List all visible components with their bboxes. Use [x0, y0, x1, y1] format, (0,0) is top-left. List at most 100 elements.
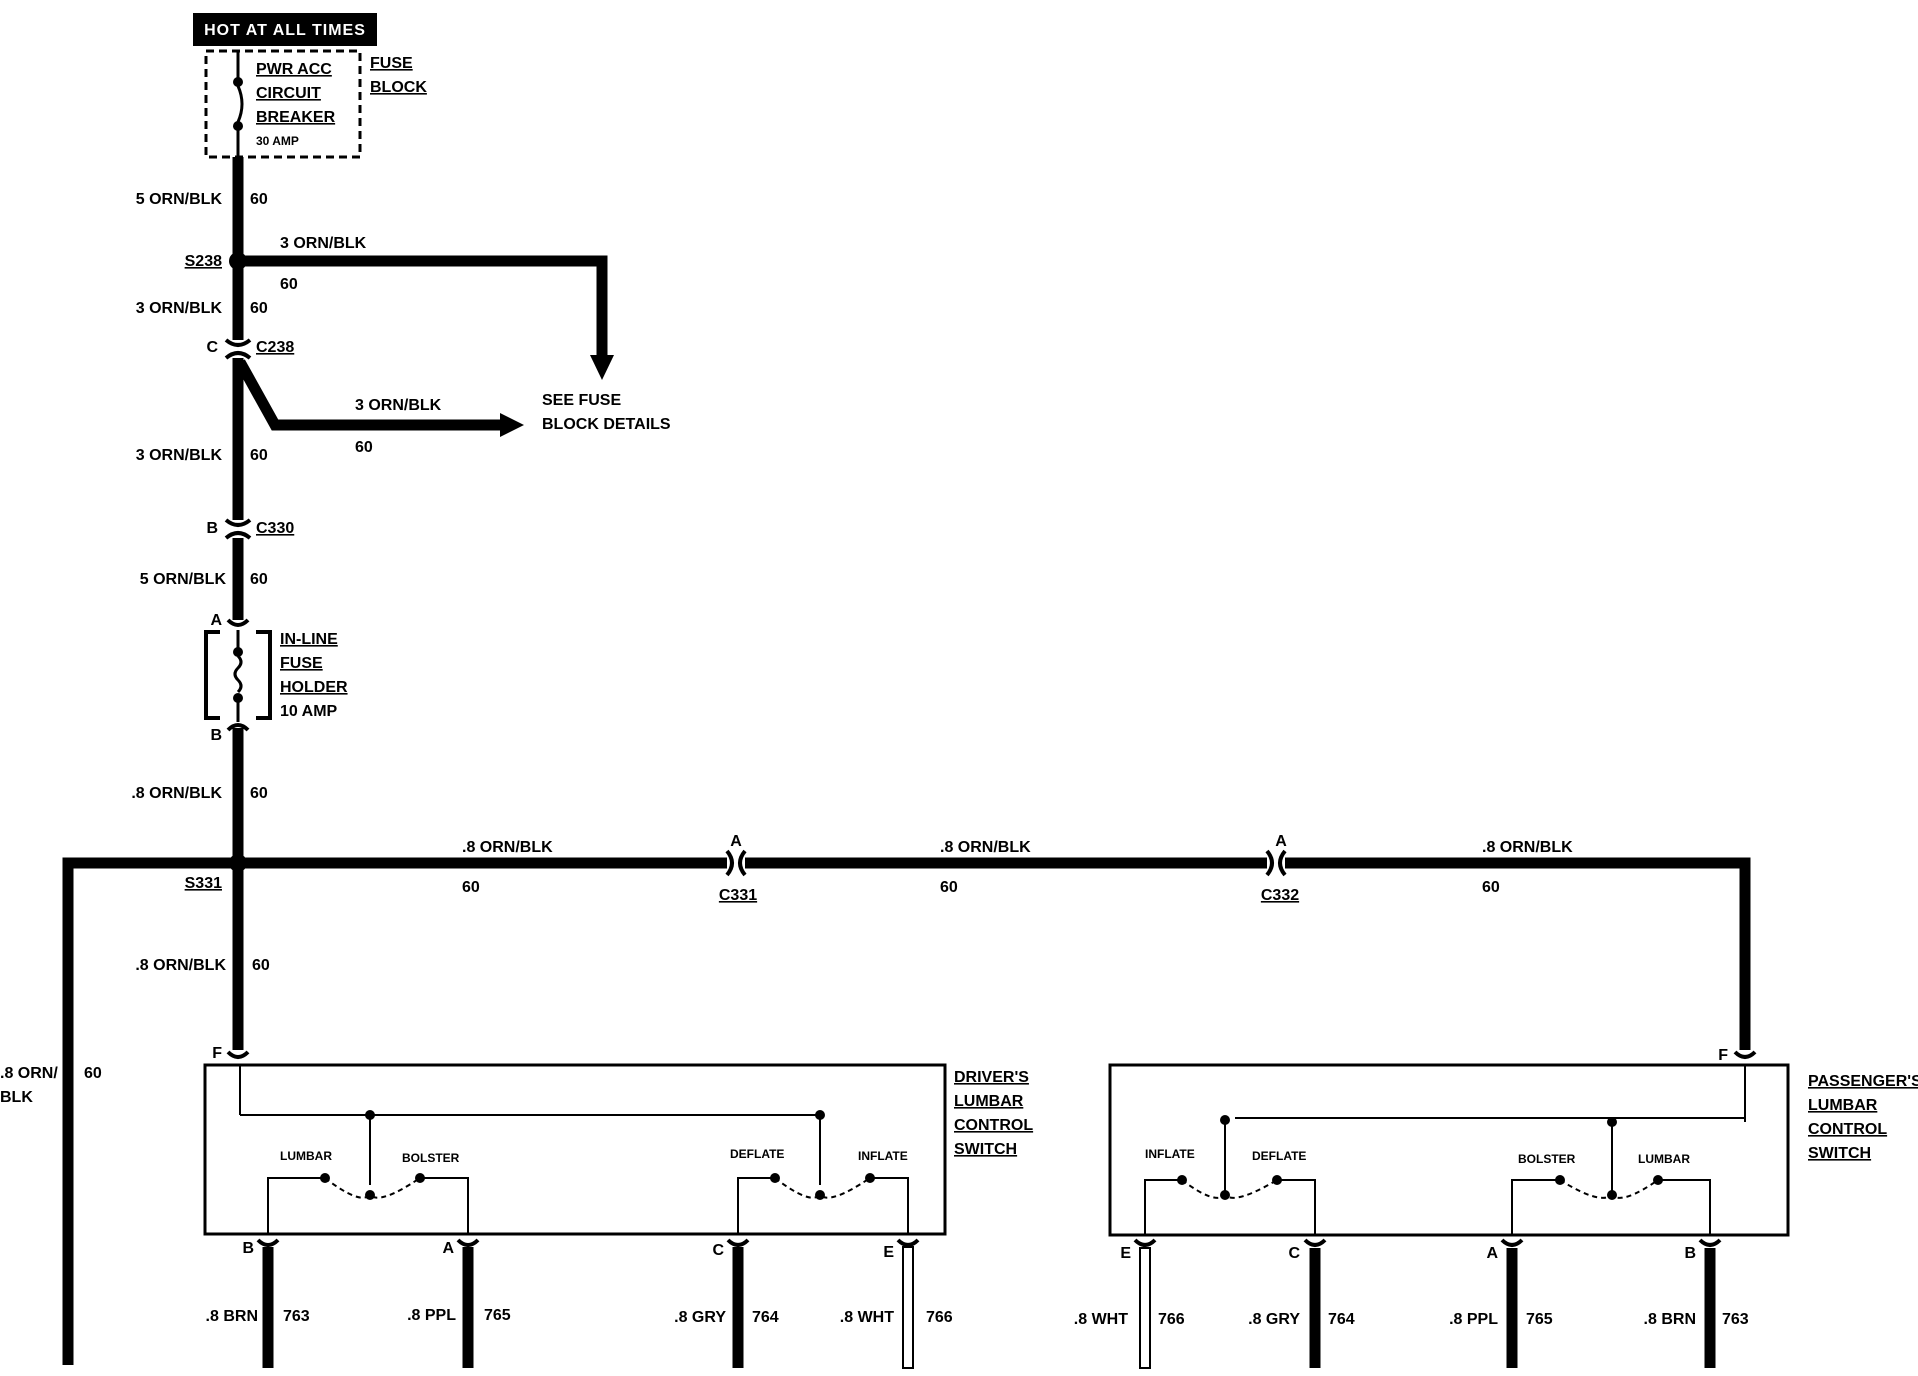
- passenger-contact-lumbar: LUMBAR: [1638, 1152, 1690, 1166]
- passenger-contact-bolster: BOLSTER: [1518, 1152, 1576, 1166]
- breaker-rating: 30 AMP: [256, 134, 299, 148]
- branch-wire-top: [238, 255, 608, 355]
- connector-c331-symbol: [725, 849, 747, 877]
- breaker-label-2: CIRCUIT: [256, 85, 321, 102]
- circuit-label-after-c238: 60: [250, 447, 268, 464]
- driver-output-wires: [262, 1247, 744, 1368]
- wire-label-horiz-2: .8 ORN/BLK: [940, 839, 1031, 856]
- connector-c332-label: C332: [1261, 887, 1299, 904]
- wire-label-main-top: 5 ORN/BLK: [136, 191, 223, 208]
- connector-c238-symbol: [224, 338, 252, 360]
- driver-input-connector: [226, 1050, 250, 1059]
- driver-out-pin-a: A: [442, 1240, 454, 1257]
- passenger-output-wires: [1309, 1248, 1716, 1368]
- inline-fuse-rating: 10 AMP: [280, 703, 338, 720]
- connector-c331-label: C331: [719, 887, 757, 904]
- passenger-out-circuit-763: 763: [1722, 1311, 1749, 1328]
- driver-out-pin-e: E: [883, 1244, 894, 1261]
- driver-out-wire-gry: .8 GRY: [674, 1309, 726, 1326]
- passenger-output-wire-white: [1139, 1247, 1151, 1369]
- circuit-label-branch-c238: 60: [355, 439, 373, 456]
- driver-output-wire-white: [902, 1246, 914, 1369]
- see-fuse-block-line2: BLOCK DETAILS: [542, 416, 671, 433]
- breaker-label-3: BREAKER: [256, 109, 336, 126]
- circuit-label-horiz-1: 60: [462, 879, 480, 896]
- fuse-out-pin: B: [210, 727, 222, 744]
- splice-s238-label: S238: [185, 253, 222, 270]
- connector-c238-label: C238: [256, 339, 294, 356]
- driver-out-wire-ppl: .8 PPL: [407, 1307, 456, 1324]
- horizontal-feed-wire: [238, 857, 1751, 1050]
- circuit-label-horiz-3: 60: [1482, 879, 1500, 896]
- fuse-block-label-1: FUSE: [370, 55, 413, 72]
- driver-out-circuit-766: 766: [926, 1309, 953, 1326]
- circuit-breaker-symbol: [233, 51, 244, 157]
- wire-label-horiz-3: .8 ORN/BLK: [1482, 839, 1573, 856]
- hot-at-all-times-label: HOT AT ALL TIMES: [204, 22, 366, 39]
- connector-c238-pin: C: [206, 339, 218, 356]
- hot-at-all-times-box: [193, 13, 377, 46]
- passenger-out-pin-a: A: [1486, 1245, 1498, 1262]
- passenger-contact-inflate: INFLATE: [1145, 1147, 1195, 1161]
- arrow-right-icon: [500, 413, 524, 437]
- fuse-block-label-2: BLOCK: [370, 79, 427, 96]
- wire-label-branch-c238: 3 ORN/BLK: [355, 397, 442, 414]
- connector-c332-pin: A: [1275, 833, 1287, 850]
- fuse-in-pin: A: [210, 612, 222, 629]
- wire-label-after-fuse: .8 ORN/BLK: [131, 785, 222, 802]
- passenger-output-connectors: [1133, 1238, 1722, 1247]
- arrow-down-icon: [590, 355, 614, 380]
- circuit-label-after-c330: 60: [250, 571, 268, 588]
- driver-out-circuit-763: 763: [283, 1308, 310, 1325]
- passenger-out-wire-brn: .8 BRN: [1644, 1311, 1696, 1328]
- driver-contact-inflate: INFLATE: [858, 1149, 908, 1163]
- connector-c330-label: C330: [256, 520, 294, 537]
- wire-label-left-drop-1: .8 ORN/: [0, 1065, 58, 1082]
- wire-label-left-drop-2: BLK: [0, 1089, 33, 1106]
- passenger-title-3: CONTROL: [1808, 1121, 1887, 1138]
- wire-label-after-c238: 3 ORN/BLK: [136, 447, 223, 464]
- passenger-out-wire-gry: .8 GRY: [1248, 1311, 1300, 1328]
- driver-out-pin-b: B: [242, 1240, 254, 1257]
- connector-c330-symbol: [224, 518, 252, 540]
- driver-contact-bolster: BOLSTER: [402, 1151, 460, 1165]
- circuit-label-branch-top: 60: [280, 276, 298, 293]
- passenger-out-circuit-765: 765: [1526, 1311, 1553, 1328]
- passenger-title-1: PASSENGER'S: [1808, 1073, 1918, 1090]
- circuit-label-to-driver: 60: [252, 957, 270, 974]
- driver-switch-box: [203, 1063, 947, 1236]
- driver-input-pin: F: [212, 1045, 222, 1062]
- passenger-out-pin-e: E: [1120, 1245, 1131, 1262]
- driver-switch-internals: [239, 1066, 909, 1235]
- driver-out-wire-wht: .8 WHT: [840, 1309, 894, 1326]
- wire-label-after-s238: 3 ORN/BLK: [136, 300, 223, 317]
- circuit-label-after-s238: 60: [250, 300, 268, 317]
- passenger-contact-deflate: DEFLATE: [1252, 1149, 1306, 1163]
- wire-label-to-driver: .8 ORN/BLK: [135, 957, 226, 974]
- driver-out-pin-c: C: [712, 1242, 724, 1259]
- driver-contact-lumbar: LUMBAR: [280, 1149, 332, 1163]
- driver-out-circuit-765: 765: [484, 1307, 511, 1324]
- passenger-out-circuit-766: 766: [1158, 1311, 1185, 1328]
- breaker-label-1: PWR ACC: [256, 61, 332, 78]
- inline-fuse-holder: [204, 618, 272, 732]
- passenger-out-wire-wht: .8 WHT: [1074, 1311, 1128, 1328]
- inline-fuse-label-3: HOLDER: [280, 679, 348, 696]
- passenger-out-wire-ppl: .8 PPL: [1449, 1311, 1498, 1328]
- passenger-out-circuit-764: 764: [1328, 1311, 1355, 1328]
- circuit-label-after-fuse: 60: [250, 785, 268, 802]
- wire-label-horiz-1: .8 ORN/BLK: [462, 839, 553, 856]
- driver-output-connectors: [256, 1238, 920, 1247]
- circuit-label-horiz-2: 60: [940, 879, 958, 896]
- passenger-switch-dots: [1177, 1115, 1663, 1200]
- connector-c332-symbol: [1265, 849, 1287, 877]
- inline-fuse-label-1: IN-LINE: [280, 631, 338, 648]
- passenger-input-connector: [1733, 1050, 1757, 1059]
- passenger-switch-box: [1108, 1063, 1790, 1237]
- passenger-input-pin: F: [1718, 1047, 1728, 1064]
- driver-title-3: CONTROL: [954, 1117, 1033, 1134]
- circuit-label-main-top: 60: [250, 191, 268, 208]
- passenger-title-2: LUMBAR: [1808, 1097, 1878, 1114]
- circuit-label-left-drop: 60: [84, 1065, 102, 1082]
